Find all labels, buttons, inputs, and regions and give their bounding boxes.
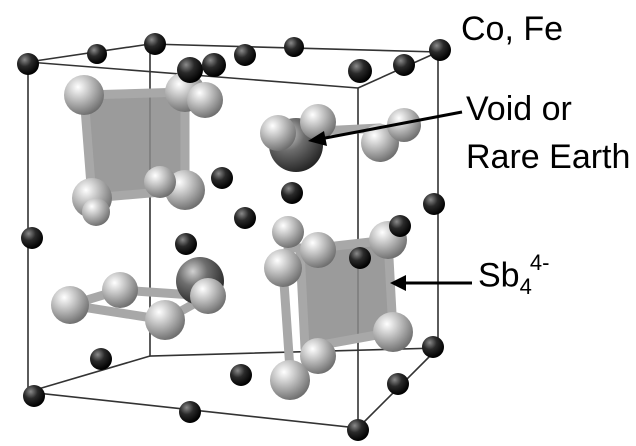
label-sb4-base: Sb (478, 256, 520, 295)
label-sb4-superscript: 4- (529, 250, 550, 275)
void-pointer-arrow (308, 110, 463, 146)
label-sb4-subscript: 4 (519, 274, 532, 300)
sb-atoms (51, 72, 421, 400)
label-void-line2: Rare Earth (466, 138, 631, 176)
label-co-fe: Co, Fe (461, 10, 564, 48)
label-sb4: Sb44- (478, 252, 551, 300)
sb4-pointer-arrow (390, 275, 472, 291)
label-void-line1: Void or (466, 90, 572, 128)
co-fe-atoms (17, 33, 451, 441)
